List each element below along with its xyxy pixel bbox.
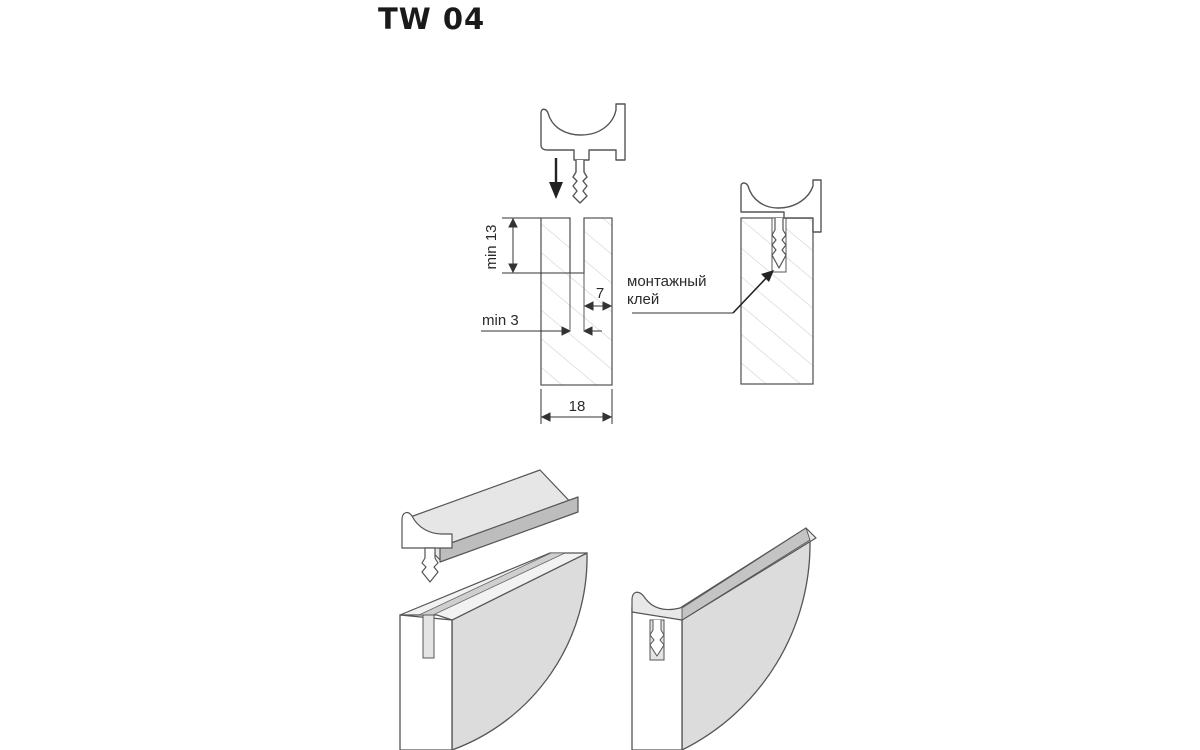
dimension-18 (540, 389, 613, 424)
insertion-arrow-icon (549, 158, 563, 199)
dimension-min-13 (502, 217, 570, 274)
panel-3d-grooved (399, 551, 588, 750)
dimension-min-3 (481, 326, 602, 336)
panel-cross-section-assembled (740, 179, 822, 385)
product-code-title: TW 04 (378, 2, 486, 36)
dimension-slot-label: min 3 (482, 312, 519, 329)
glue-label-line2: клей (627, 291, 659, 308)
dimension-7 (583, 301, 613, 311)
dimension-offset-label: 7 (596, 285, 604, 302)
handle-profile-top (540, 103, 626, 204)
handle-profile-3d-exploded (401, 469, 579, 583)
dimension-thickness-label: 18 (569, 398, 586, 415)
dimension-depth-label: min 13 (483, 224, 500, 269)
glue-pointer (632, 270, 774, 314)
glue-label-line1: монтажный (627, 273, 706, 290)
panel-3d-assembled (631, 527, 817, 750)
panel-cross-section-grooved (540, 217, 613, 386)
